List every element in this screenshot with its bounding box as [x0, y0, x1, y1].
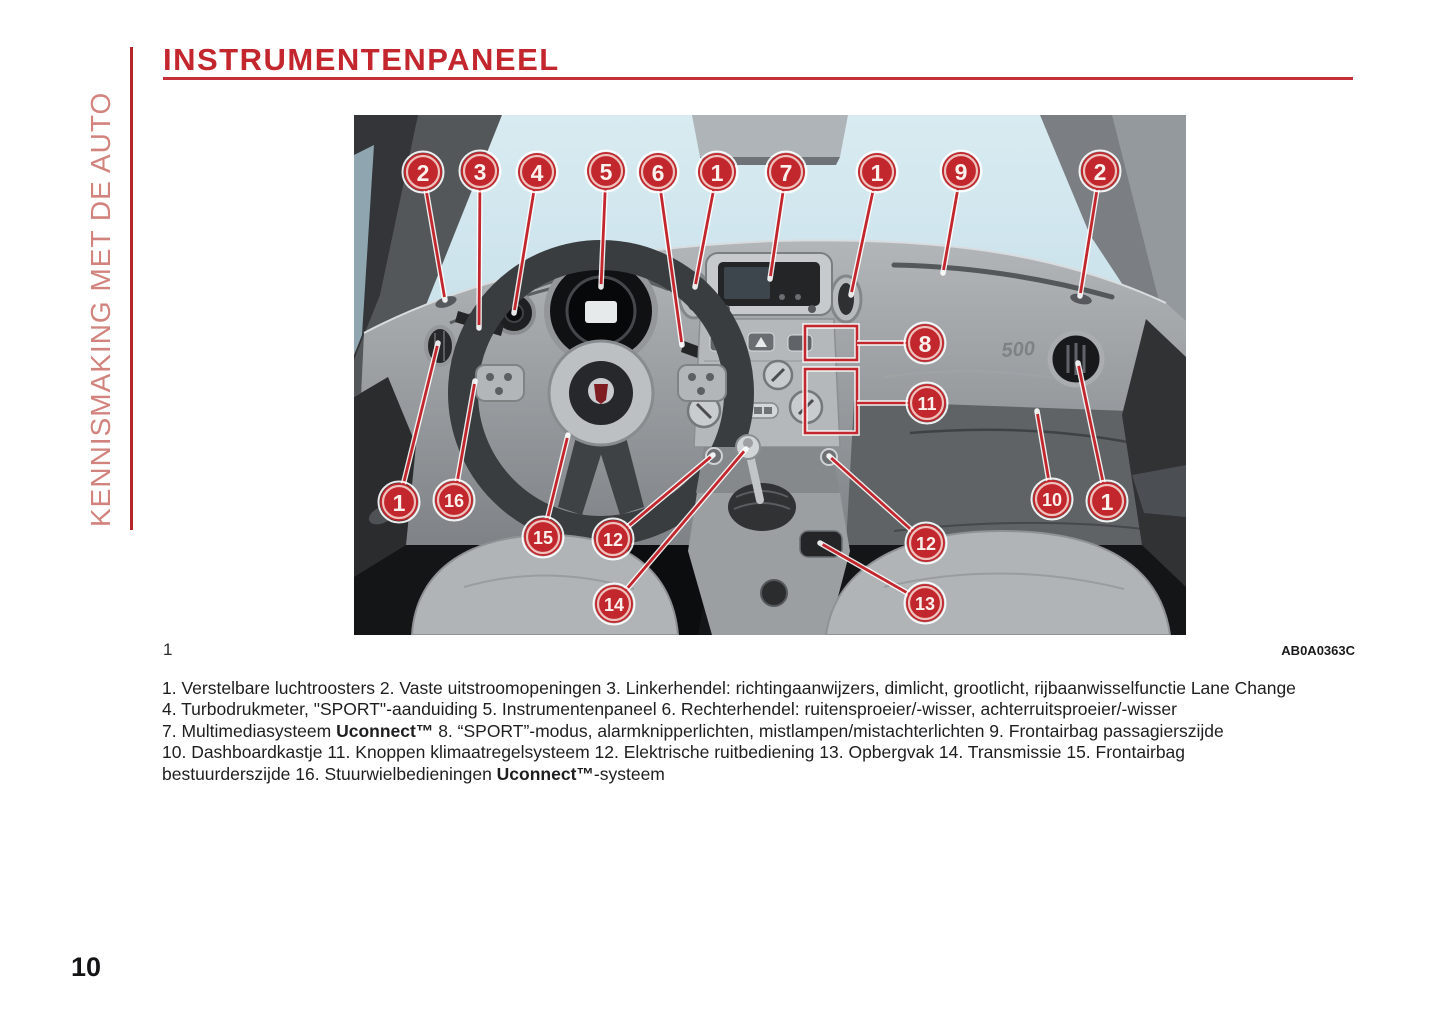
svg-text:11: 11 — [917, 394, 936, 414]
callout-2: 2 — [401, 150, 445, 194]
caption-line: 10. Dashboardkastje 11. Knoppen klimaatr… — [162, 742, 1186, 763]
chapter-sidebar-label: KENNISMAKING MET DE AUTO — [85, 91, 116, 527]
callout-10: 10 — [1030, 477, 1074, 521]
svg-text:1: 1 — [711, 160, 724, 186]
figure-caption: 1. Verstelbare luchtroosters 2. Vaste ui… — [162, 678, 1367, 785]
defroster-vent — [891, 262, 1115, 300]
callout-1: 1 — [855, 150, 899, 194]
title-underline — [163, 77, 1353, 80]
svg-text:14: 14 — [604, 595, 624, 615]
caption-line: 7. Multimediasysteem Uconnect™ 8. “SPORT… — [162, 720, 1224, 741]
adjustable-vent-right — [1047, 330, 1105, 388]
svg-text:2: 2 — [417, 160, 430, 186]
cupholder — [760, 579, 788, 607]
svg-text:8: 8 — [919, 331, 932, 357]
svg-text:5: 5 — [600, 159, 613, 185]
page-number: 10 — [71, 952, 102, 982]
svg-text:1: 1 — [1101, 489, 1114, 515]
gear-boot — [728, 483, 796, 531]
callout-13: 13 — [903, 581, 947, 625]
dashboard-figure: 500 — [354, 115, 1186, 635]
callout-1: 1 — [695, 150, 739, 194]
sidebar-rule — [130, 47, 133, 530]
figure-code: AB0A0363C — [1281, 643, 1355, 658]
callout-line-1 — [1075, 360, 1110, 504]
callout-line-1 — [396, 340, 441, 505]
callout-4: 4 — [515, 150, 559, 194]
callout-7: 7 — [764, 150, 808, 194]
svg-text:3: 3 — [474, 159, 487, 185]
svg-text:16: 16 — [444, 491, 464, 511]
gear-tunnel — [688, 434, 850, 635]
svg-text:12: 12 — [603, 530, 623, 550]
callout-12: 12 — [591, 517, 635, 561]
callout-1: 1 — [377, 480, 421, 524]
figure-number: 1 — [163, 640, 173, 659]
callout-14: 14 — [592, 582, 636, 626]
uconnect-screen — [705, 252, 833, 316]
callout-8: 8 — [903, 321, 947, 365]
right-door — [1122, 319, 1186, 587]
svg-text:2: 2 — [1094, 159, 1107, 185]
gear-lever — [746, 451, 764, 504]
svg-text:9: 9 — [955, 159, 968, 185]
svg-text:13: 13 — [915, 594, 935, 614]
wheel-buttons-left — [475, 364, 525, 402]
callout-9: 9 — [939, 149, 983, 193]
page-title: INSTRUMENTENPANEEL — [163, 42, 560, 77]
callout-1: 1 — [1085, 479, 1129, 523]
fixed-air-outlet-right — [1070, 293, 1092, 305]
caption-line: 4. Turbodrukmeter, "SPORT"-aanduiding 5.… — [162, 699, 1177, 720]
svg-text:12: 12 — [916, 534, 936, 554]
svg-text:15: 15 — [533, 528, 553, 548]
callout-16: 16 — [432, 478, 476, 522]
callout-line-4 — [511, 169, 540, 316]
wheel-buttons-right — [677, 364, 727, 402]
svg-text:10: 10 — [1042, 490, 1062, 510]
callout-12: 12 — [904, 521, 948, 565]
dash-500-script: 500 — [1001, 338, 1036, 362]
callout-6: 6 — [636, 150, 680, 194]
foglamp-button — [787, 334, 813, 352]
dashboard-photo: 500 — [354, 115, 1186, 635]
passenger-seat-seam — [883, 572, 1125, 590]
callout-line-1 — [692, 169, 720, 290]
callout-3: 3 — [458, 149, 502, 193]
callout-line-14 — [611, 446, 749, 607]
svg-text:6: 6 — [652, 160, 665, 186]
callout-line-3 — [476, 168, 483, 331]
callout-15: 15 — [521, 515, 565, 559]
svg-text:4: 4 — [531, 160, 544, 186]
callout-5: 5 — [584, 149, 628, 193]
caption-line: 1. Verstelbare luchtroosters 2. Vaste ui… — [162, 678, 1296, 698]
caption-line: bestuurderszijde 16. Stuurwielbedieninge… — [162, 763, 665, 784]
callout-line-6 — [655, 169, 685, 348]
callout-2: 2 — [1078, 149, 1122, 193]
svg-text:1: 1 — [871, 160, 884, 186]
callout-11: 11 — [905, 381, 949, 425]
svg-text:1: 1 — [393, 490, 406, 516]
svg-text:7: 7 — [780, 160, 793, 186]
